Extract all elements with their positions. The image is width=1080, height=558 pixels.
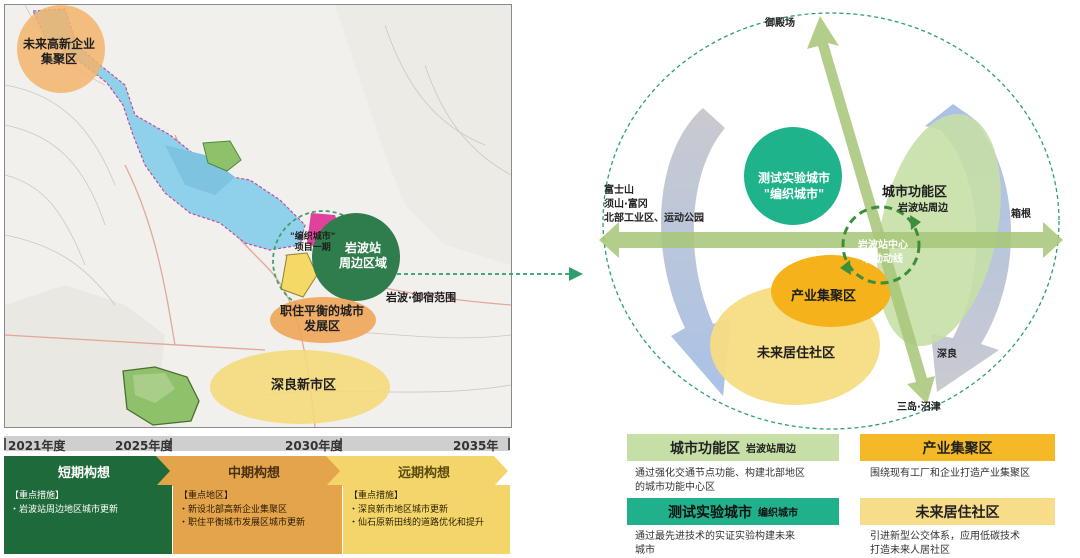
industry-zone bbox=[771, 255, 891, 327]
map-label-weave-city: "编织城市" 项目一期 bbox=[290, 232, 336, 253]
legend-subtitle: 岩波站周边 bbox=[746, 444, 796, 455]
outer-boundary bbox=[602, 12, 1060, 430]
timeline: 2021年度 2025年度 2030年度 2035年度 短期构想 中期构想 远期… bbox=[4, 436, 510, 556]
center-link-arrowhead bbox=[910, 215, 921, 230]
year-tick bbox=[170, 438, 172, 450]
measures-long: 【重点措施】 ・深良新市地区城市更新 ・仙石原新田线的道路优化和提升 bbox=[343, 485, 510, 554]
year-label: 2025年度 bbox=[115, 439, 173, 453]
site-map: 未来高新企业 集聚区 "编织城市" 项目一期 岩波站 周边区域 岩波·御宿范围 … bbox=[4, 4, 512, 428]
map-label-fukara-new: 深良新市区 bbox=[271, 378, 337, 393]
measures-short: 【重点措施】 ・岩波站周边地区城市更新 bbox=[4, 485, 172, 554]
phase-short-label: 短期构想 bbox=[57, 465, 110, 481]
industry-label: 产业集聚区 bbox=[791, 289, 857, 304]
measures-title: 【重点措施】 bbox=[10, 491, 65, 501]
legend-test-city: 测试实验城市 编织城市 bbox=[627, 498, 839, 525]
circulation-arc-left bbox=[661, 108, 731, 396]
legend-desc: 通过强化交通节点功能、构建北部地区 的城市功能中心区 bbox=[635, 468, 805, 493]
urban-function-label: 城市功能区 bbox=[882, 185, 948, 200]
phase-mid-label: 中期构想 bbox=[227, 465, 280, 481]
year-tick bbox=[4, 438, 6, 450]
direction-left: 富士山 须山·富冈 北部工业区、运动公园 bbox=[604, 185, 704, 224]
center-link-loop bbox=[841, 205, 921, 285]
year-label: 2021年度 bbox=[8, 439, 66, 453]
urban-function-zone bbox=[877, 113, 1001, 347]
year-tick bbox=[508, 438, 510, 450]
legend-industry: 产业集聚区 bbox=[860, 434, 1055, 461]
test-city-label: 测试实验城市 "编织城市" bbox=[757, 171, 830, 201]
direction-bottom: 三岛·沼津 bbox=[897, 402, 941, 413]
legend-title: 测试实验城市 bbox=[668, 504, 752, 521]
legend-future-living: 未来居住社区 bbox=[860, 498, 1055, 525]
future-living-label: 未来居住社区 bbox=[757, 346, 836, 361]
direction-lower-right: 深良 bbox=[937, 349, 957, 360]
measures-item: ・深良新市地区城市更新 bbox=[349, 505, 449, 515]
map-label-iwanami-station: 岩波站 周边区域 bbox=[339, 241, 388, 270]
axis-north-south bbox=[807, 16, 935, 404]
concept-diagram bbox=[599, 12, 1063, 430]
year-bar: 2021年度 2025年度 2030年度 2035年度 bbox=[4, 436, 510, 470]
measures-title: 【重点措施】 bbox=[349, 491, 404, 501]
center-link-label: 岩波站中心 联动动线 bbox=[858, 240, 908, 265]
phase-arrow-short bbox=[4, 456, 170, 486]
test-city-node bbox=[744, 127, 842, 225]
measures-title: 【重点地区】 bbox=[179, 491, 234, 501]
legend-subtitle: 编织城市 bbox=[758, 508, 798, 519]
year-label: 2030年度 bbox=[285, 439, 343, 453]
map-label-iwanami-gotenba: 岩波·御宿范围 bbox=[386, 291, 457, 304]
center-link-arrowhead bbox=[840, 260, 851, 275]
direction-right: 箱根 bbox=[1011, 209, 1031, 220]
phase-long-label: 远期构想 bbox=[397, 465, 450, 481]
map-graphic bbox=[5, 5, 511, 427]
axis-east-west bbox=[599, 222, 1063, 258]
connector-arrow bbox=[397, 267, 583, 281]
legend-desc: 围绕现有工厂和企业打造产业集聚区 bbox=[870, 468, 1030, 479]
urban-function-sublabel: 岩波站周边 bbox=[898, 203, 948, 214]
measures-item: ・职住平衡城市发展区城市更新 bbox=[179, 518, 306, 528]
measures-item: ・新设北部高新企业集聚区 bbox=[179, 505, 288, 515]
legend-desc: 通过最先进技术的实证实验构建未来 城市 bbox=[635, 531, 795, 556]
map-label-job-housing: 职住平衡的城市 发展区 bbox=[280, 304, 365, 333]
measures-item: ・仙石原新田线的道路优化和提升 bbox=[349, 518, 485, 528]
phase-arrows bbox=[4, 456, 508, 486]
legend-title: 未来居住社区 bbox=[915, 504, 1000, 521]
direction-top: 御殿场 bbox=[765, 18, 795, 29]
measures-item: ・岩波站周边地区城市更新 bbox=[10, 505, 119, 515]
legend-title: 城市功能区 bbox=[670, 440, 740, 457]
year-tick bbox=[340, 438, 342, 450]
legend-title: 产业集聚区 bbox=[922, 440, 993, 457]
map-label-future-hitech: 未来高新企业 集聚区 bbox=[23, 37, 96, 66]
legend-desc: 引进新型公交体系，应用低碳技术 打造未来人居社区 bbox=[870, 531, 1020, 556]
legend-urban-function: 城市功能区 岩波站周边 bbox=[627, 434, 839, 461]
measures-mid: 【重点地区】 ・新设北部高新企业集聚区 ・职住平衡城市发展区城市更新 bbox=[173, 485, 342, 554]
